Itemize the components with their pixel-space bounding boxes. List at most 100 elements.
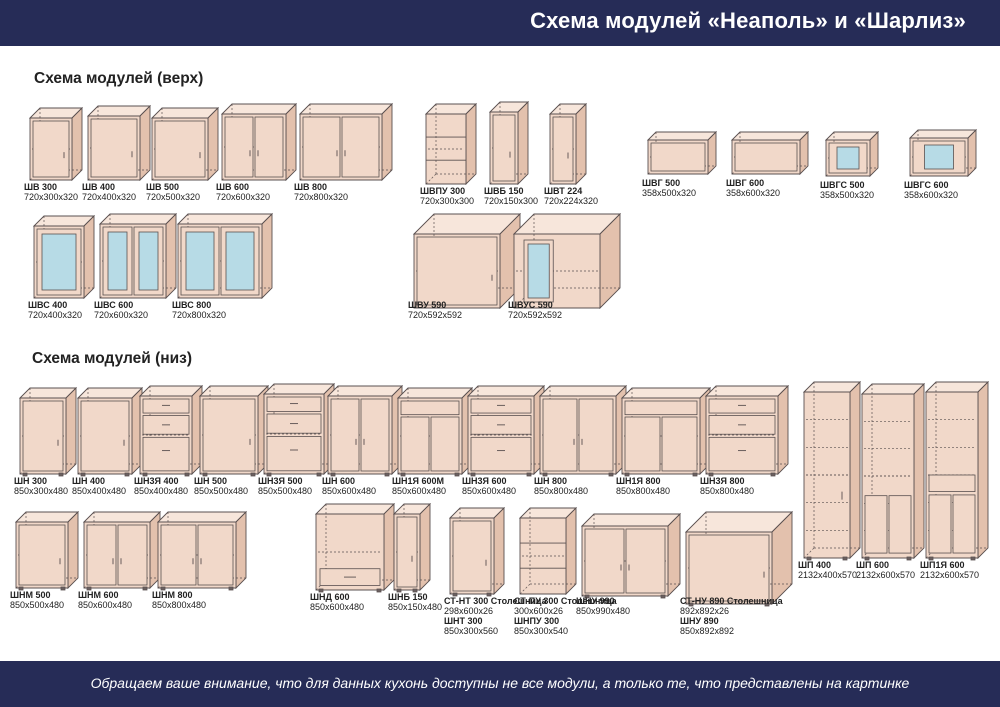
module-code: ШП 600: [856, 560, 890, 570]
module-dimensions: 358x600x320: [726, 188, 781, 198]
module-drawing: [32, 214, 96, 300]
module-drawing: [412, 212, 522, 310]
module-drawing: [18, 386, 78, 477]
module-dimensions: 850x600x480: [310, 602, 365, 612]
module-drawing: [518, 506, 578, 596]
module-code: ШВ 500: [146, 182, 180, 192]
module-code: ШН 800: [534, 476, 568, 486]
module-drawing: [176, 212, 274, 300]
module-dimensions: 850x500x480: [258, 486, 313, 496]
module-dimensions: 850x800x480: [152, 600, 207, 610]
module-drawing: [138, 384, 204, 477]
module-code: ШВГС 500: [820, 180, 865, 190]
module-dimensions: 2132x600x570: [920, 570, 980, 580]
module-drawing: [580, 512, 682, 599]
module-drawing: [198, 384, 270, 477]
module-code: ШВС 800: [172, 300, 212, 310]
module-dimensions: 720x592x592: [508, 310, 563, 320]
module-dimensions: 850x400x480: [134, 486, 189, 496]
module-code: ШВГ 500: [642, 178, 681, 188]
module-drawing: [326, 384, 404, 477]
module-drawing: [76, 386, 144, 477]
module-dimensions: 358x500x320: [820, 190, 875, 200]
module-dimensions: 850x800x480: [700, 486, 755, 496]
module-code-secondary: ШНУ 890: [680, 616, 719, 626]
module-code: ШВУ 590: [408, 300, 447, 310]
module-dimensions: 720x800x320: [172, 310, 227, 320]
footer-note: Обращаем ваше внимание, что для данных к…: [90, 675, 910, 691]
module-code: ШНМ 500: [10, 590, 51, 600]
module-dimensions: 720x300x320: [24, 192, 79, 202]
module-code: ШВ 600: [216, 182, 250, 192]
module-code: ШН 600: [322, 476, 356, 486]
module-drawing: [620, 386, 712, 477]
module-dimensions: 850x800x480: [534, 486, 589, 496]
section-title-bottom: Схема модулей (низ): [32, 350, 193, 367]
module-drawing: [448, 506, 506, 597]
module-drawing: [488, 100, 530, 186]
module-code: ШН3Я 400: [134, 476, 179, 486]
module-dimensions: 850x400x480: [72, 486, 127, 496]
module-drawing: [396, 386, 474, 477]
page-title: Схема модулей «Неаполь» и «Шарлиз»: [530, 8, 966, 33]
module-dimensions: 720x400x320: [82, 192, 137, 202]
module-dimensions: 720x592x592: [408, 310, 463, 320]
module-dimensions: 850x600x480: [392, 486, 447, 496]
module-dimensions: 850x300x480: [14, 486, 69, 496]
module-code: ШН 500: [194, 476, 228, 486]
module-drawing: [908, 128, 978, 178]
module-code: ШВПУ 300: [420, 186, 466, 196]
module-dimensions: 892x892x26: [680, 606, 730, 616]
module-drawing: [220, 102, 298, 182]
module-dimensions: 850x600x480: [462, 486, 517, 496]
module-dimensions: 720x150x300: [484, 196, 539, 206]
module-code: ШН3Я 600: [462, 476, 507, 486]
module-dimensions: 720x600x320: [94, 310, 149, 320]
module-drawing: [684, 510, 794, 607]
module-drawing: [14, 510, 80, 591]
module-code: ШНУ 990: [576, 596, 615, 606]
module-drawing: [392, 502, 432, 593]
section-title-top: Схема модулей (верх): [34, 70, 204, 87]
module-code: ШН 400: [72, 476, 106, 486]
module-code: СТ-НТ 300 Столешница: [444, 596, 547, 606]
module-code: ШВ 800: [294, 182, 328, 192]
module-drawing: [298, 102, 394, 182]
module-code: ШП 400: [798, 560, 832, 570]
module-dimensions: 2132x600x570: [856, 570, 916, 580]
module-code: ШН3Я 800: [700, 476, 745, 486]
module-code: ШН3Я 500: [258, 476, 303, 486]
module-drawing: [646, 130, 718, 176]
module-dimensions: 298x600x26: [444, 606, 494, 616]
module-code: ШВГ 600: [726, 178, 765, 188]
module-dimensions: 850x990x480: [576, 606, 631, 616]
